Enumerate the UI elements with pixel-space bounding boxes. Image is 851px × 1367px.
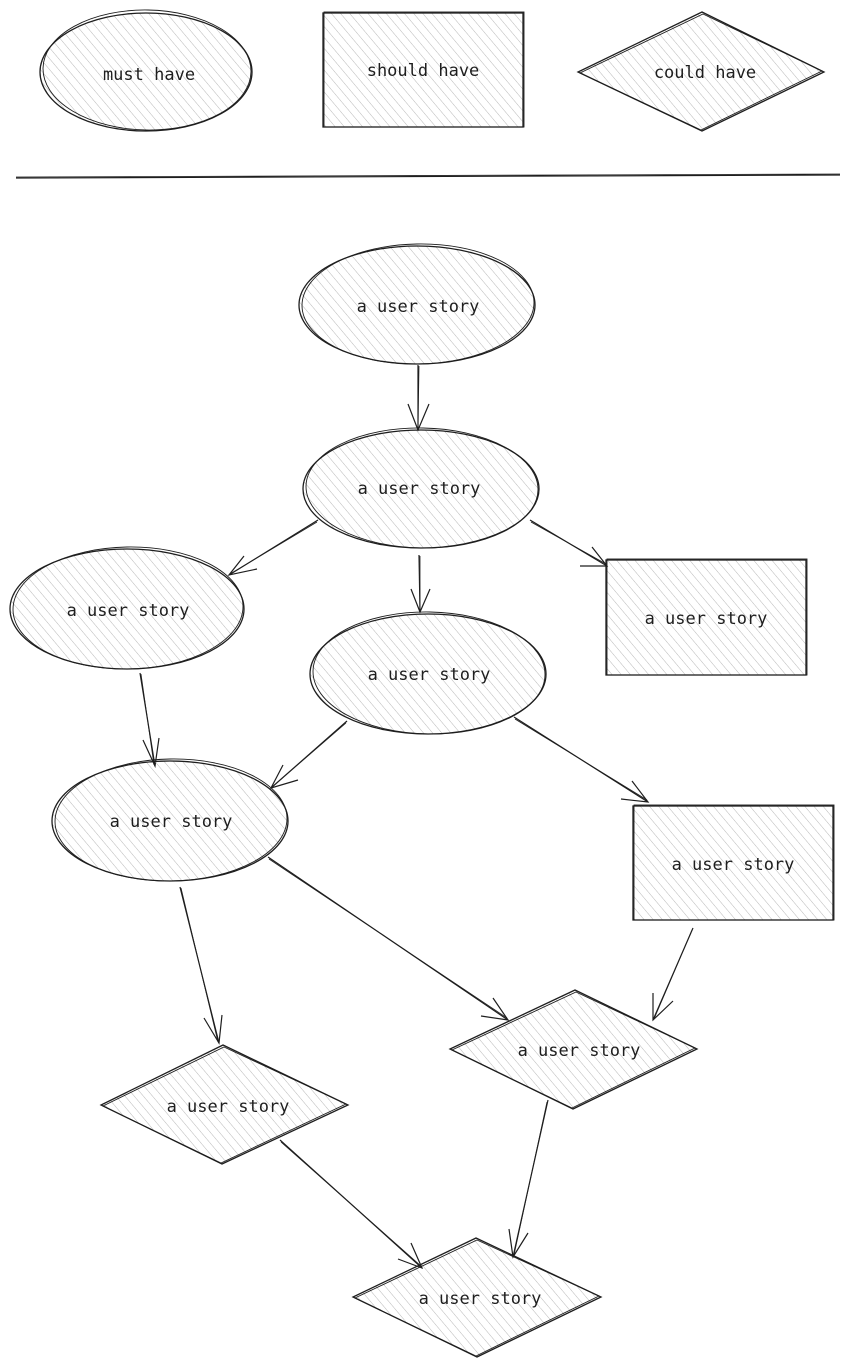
edge-n2-n3 [227,519,319,576]
node-n3[interactable]: a user story [9,545,245,671]
node-n5-label: a user story [645,609,768,629]
edge-n3-n6 [139,672,160,769]
node-n8-label: a user story [167,1097,290,1117]
node-n1[interactable]: a user story [298,242,536,366]
legend-could-have[interactable]: could have [576,11,826,132]
edge-n6-n9 [267,856,510,1021]
edge-n2-n5 [529,519,609,567]
edge-n1-n2 [407,365,430,432]
node-n7-label: a user story [672,855,795,875]
edge-n8-n10 [279,1139,424,1270]
edge-n6-n8 [179,886,223,1045]
legend-should-have[interactable]: should have [322,11,525,128]
node-n6-label: a user story [110,812,233,832]
node-n10-label: a user story [419,1289,542,1309]
node-n3-label: a user story [67,601,190,621]
node-n4-label: a user story [368,665,491,685]
node-n8[interactable]: a user story [99,1044,350,1165]
node-n7[interactable]: a user story [632,804,835,921]
edge-n2-n4 [410,554,431,614]
node-n2[interactable]: a user story [302,426,540,550]
legend-could-have-label: could have [654,63,756,83]
node-n9[interactable]: a user story [448,989,699,1110]
node-n2-label: a user story [358,479,481,499]
edge-n9-n10 [508,1099,549,1259]
edge-n4-n7 [513,716,650,803]
node-n1-label: a user story [357,297,480,317]
edge-n4-n6 [269,720,348,789]
node-n10[interactable]: a user story [351,1237,603,1358]
divider [15,173,841,179]
edge-n7-n9 [652,927,694,1022]
legend-should-have-label: should have [367,61,480,81]
node-n6[interactable]: a user story [51,757,289,883]
legend-must-have[interactable]: must have [39,8,253,132]
node-n5[interactable]: a user story [605,558,808,676]
node-n4[interactable]: a user story [309,610,547,736]
node-n9-label: a user story [518,1041,641,1061]
legend-must-have-label: must have [103,65,195,85]
